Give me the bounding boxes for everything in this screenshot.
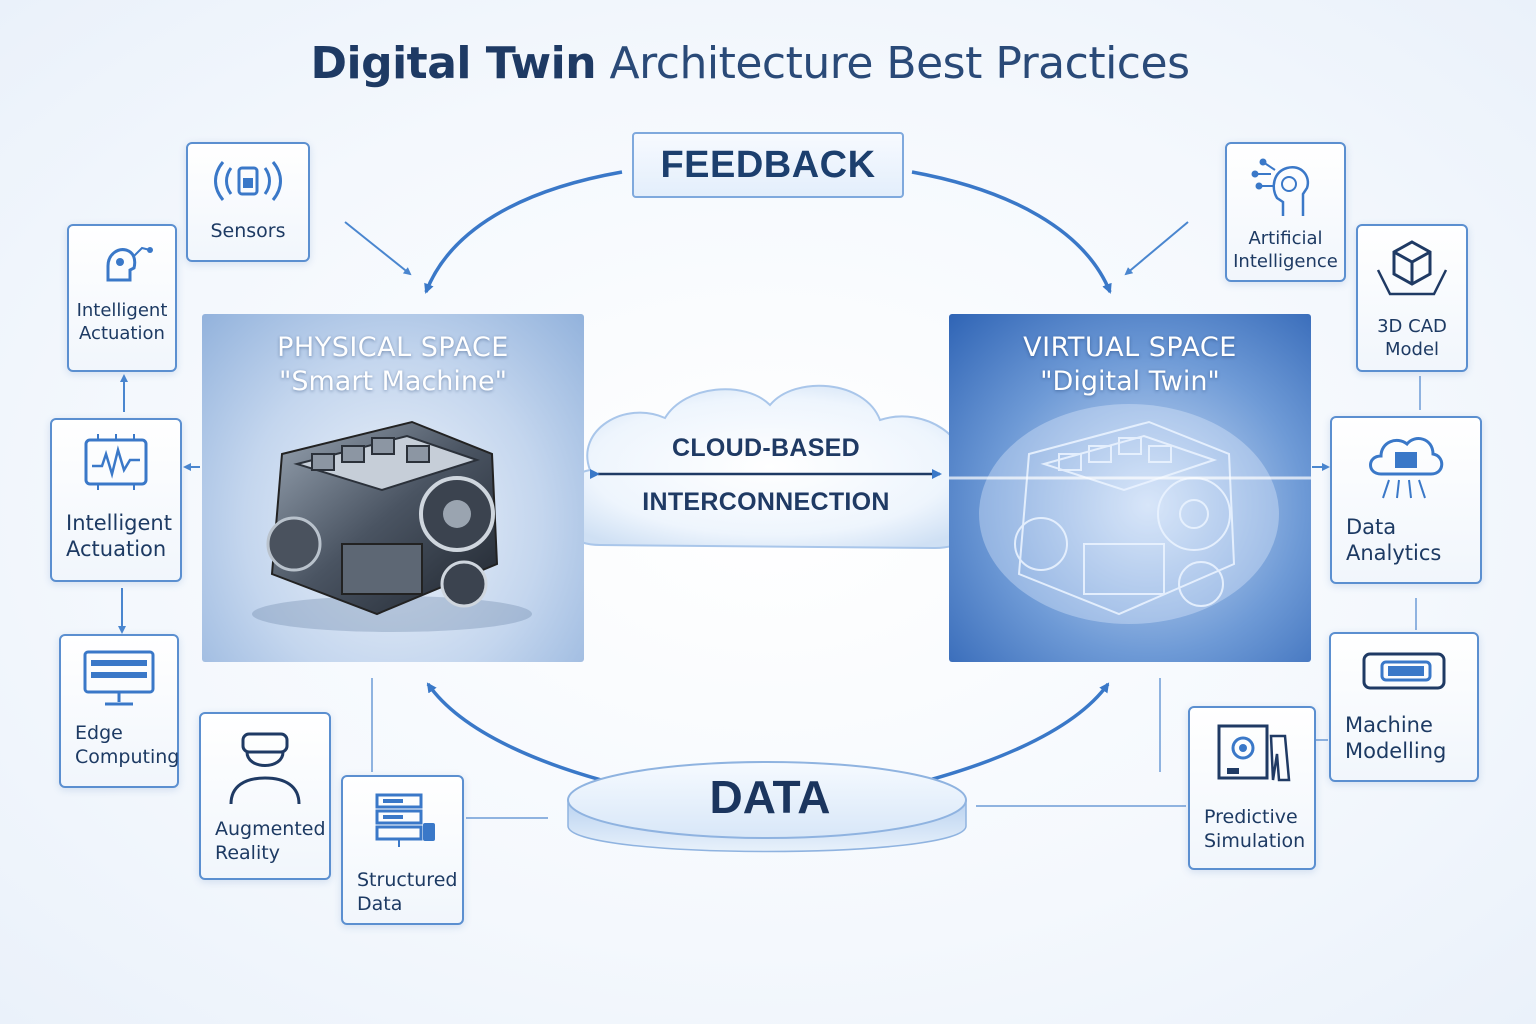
- gear-monitor-icon: [1217, 724, 1291, 782]
- node-structured-data: Structured Data: [341, 775, 464, 925]
- node-artificial-intelligence: Artificial Intelligence: [1225, 142, 1346, 282]
- computer-monitor-icon: [83, 650, 155, 706]
- physical-space-panel: PHYSICAL SPACE "Smart Machine": [202, 314, 584, 662]
- cube-icon: [1376, 240, 1448, 296]
- feedback-label: FEEDBACK: [632, 132, 904, 198]
- ai-label: Artificial Intelligence: [1233, 228, 1338, 272]
- engine-image: [252, 420, 532, 632]
- virtual-title: VIRTUAL SPACE: [1023, 332, 1237, 363]
- cloud-shape: [554, 384, 986, 550]
- cad-label: 3D CAD Model: [1377, 316, 1447, 360]
- server-stack-icon: [375, 793, 435, 847]
- node-predictive-simulation: Predictive Simulation: [1188, 706, 1316, 870]
- data-label: DATA: [709, 771, 831, 823]
- actuation-mid-label: Intelligent Actuation: [66, 511, 172, 562]
- robot-head-icon: [106, 246, 153, 282]
- node-machine-modelling: Machine Modelling: [1329, 632, 1479, 782]
- node-intelligent-actuation-mid: Intelligent Actuation: [50, 418, 182, 582]
- physical-title: PHYSICAL SPACE: [277, 332, 509, 363]
- physical-subtitle: "Smart Machine": [278, 366, 508, 397]
- node-edge-computing: Edge Computing: [59, 634, 179, 788]
- modelling-label: Machine Modelling: [1345, 713, 1447, 764]
- sensors-label: Sensors: [210, 220, 286, 242]
- cloud-label-1: CLOUD-BASED: [671, 434, 861, 462]
- feedback-arrow-right: [911, 170, 1112, 294]
- sensor-icon: [214, 161, 282, 201]
- predictive-label: Predictive Simulation: [1204, 806, 1306, 852]
- title-bold: Digital Twin: [310, 38, 597, 89]
- cloud-label-2: INTERCONNECTION: [642, 488, 890, 516]
- actuation-top-label: Intelligent Actuation: [76, 300, 168, 344]
- monitor-waveform-icon: [84, 434, 148, 490]
- edge-label: Edge Computing: [75, 722, 180, 768]
- node-sensors: Sensors: [186, 142, 310, 262]
- ar-label: Augmented Reality: [215, 818, 326, 864]
- page-title: Digital Twin Architecture Best Practices: [0, 38, 1500, 89]
- cloud-data-icon: [1369, 437, 1444, 499]
- digital-engine-image: [949, 404, 1311, 624]
- node-3d-cad-model: 3D CAD Model: [1356, 224, 1468, 372]
- virtual-subtitle: "Digital Twin": [1040, 366, 1220, 397]
- vr-headset-user-icon: [229, 732, 301, 805]
- data-disk: [567, 761, 967, 853]
- feedback-arrow-left: [424, 170, 623, 294]
- virtual-space-panel: VIRTUAL SPACE "Digital Twin": [949, 314, 1311, 662]
- title-light: Architecture Best Practices: [609, 38, 1190, 89]
- ai-head-icon: [1251, 158, 1309, 216]
- machine-module-icon: [1362, 652, 1446, 690]
- node-augmented-reality: Augmented Reality: [199, 712, 331, 880]
- node-data-analytics: Data Analytics: [1330, 416, 1482, 584]
- analytics-label: Data Analytics: [1346, 515, 1442, 566]
- structured-label: Structured Data: [357, 869, 458, 915]
- node-intelligent-actuation-top: Intelligent Actuation: [67, 224, 177, 372]
